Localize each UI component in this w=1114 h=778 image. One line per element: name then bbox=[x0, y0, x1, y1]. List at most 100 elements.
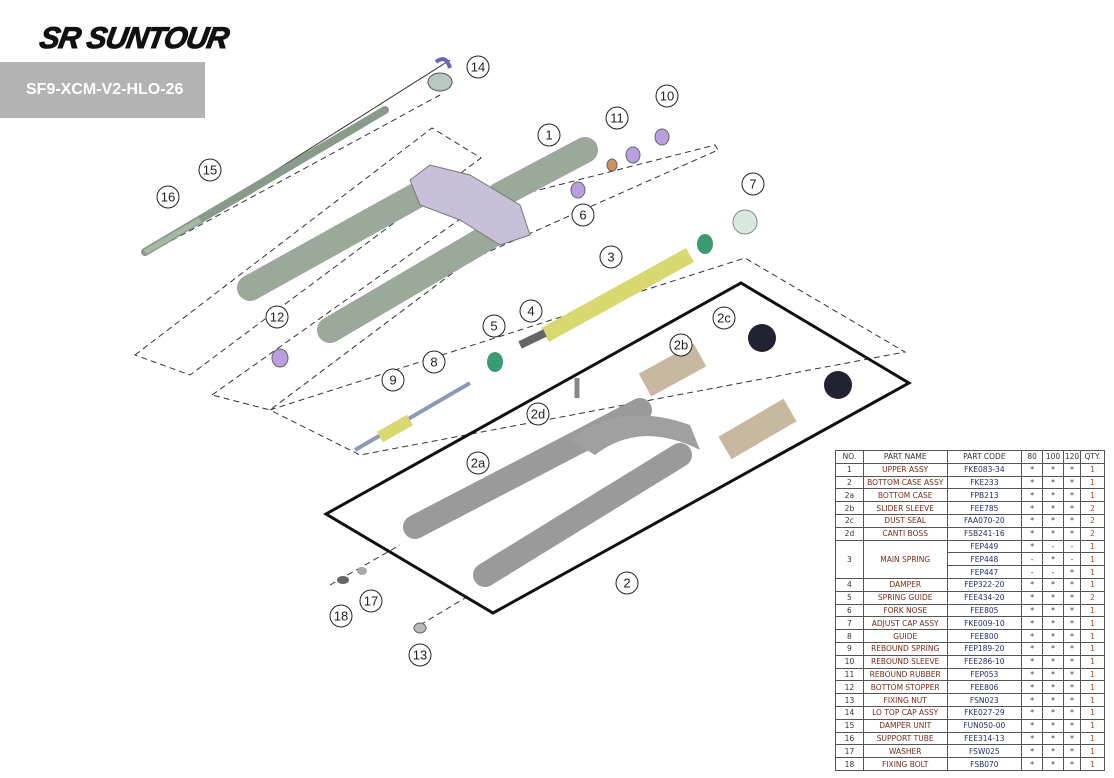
fit-100: * bbox=[1042, 577, 1065, 592]
part-code: FEE785 bbox=[946, 501, 1023, 515]
fit-120: * bbox=[1063, 565, 1082, 579]
fit-80: * bbox=[1021, 539, 1044, 554]
quantity: 1 bbox=[1080, 718, 1105, 733]
upper-assy-shape bbox=[237, 137, 598, 343]
quantity: 1 bbox=[1080, 680, 1105, 695]
fit-120: * bbox=[1063, 577, 1082, 592]
quantity: 1 bbox=[1080, 693, 1105, 707]
main-spring-shape bbox=[353, 209, 758, 452]
callout-2b: 2b bbox=[669, 333, 693, 357]
part-name: CANTI BOSS bbox=[862, 526, 948, 541]
fit-120: * bbox=[1063, 641, 1082, 656]
svg-text:11: 11 bbox=[610, 111, 624, 126]
part-code: FAA070-20 bbox=[946, 513, 1023, 528]
fit-80: * bbox=[1021, 667, 1044, 682]
fit-100: * bbox=[1042, 667, 1065, 682]
callout-6: 6 bbox=[571, 203, 595, 227]
fit-80: * bbox=[1021, 603, 1044, 618]
part-no: 2 bbox=[835, 475, 864, 490]
part-code: FEE800 bbox=[946, 629, 1023, 643]
part-name: LO TOP CAP ASSY bbox=[862, 705, 948, 720]
part-name: REBOUND SPRING bbox=[862, 641, 948, 656]
fit-120: - bbox=[1063, 552, 1082, 567]
quantity: 2 bbox=[1080, 513, 1105, 528]
fit-80: * bbox=[1021, 680, 1044, 695]
part-no: 18 bbox=[835, 757, 864, 771]
quantity: 1 bbox=[1080, 539, 1105, 554]
fit-120: * bbox=[1063, 513, 1082, 528]
part-no: 15 bbox=[835, 718, 864, 733]
part-no: 8 bbox=[835, 629, 864, 643]
part-no: 6 bbox=[835, 603, 864, 618]
part-name: FORK NOSE bbox=[862, 603, 948, 618]
callout-1: 1 bbox=[537, 123, 561, 147]
fit-100: * bbox=[1042, 513, 1065, 528]
part-code: FEP322-20 bbox=[946, 577, 1023, 592]
fit-80: * bbox=[1021, 757, 1044, 771]
part-name: BOTTOM CASE bbox=[862, 488, 948, 503]
fit-80: * bbox=[1021, 629, 1044, 643]
quantity: 1 bbox=[1080, 577, 1105, 592]
part-no: 10 bbox=[835, 654, 864, 669]
svg-text:2: 2 bbox=[623, 576, 630, 591]
svg-text:10: 10 bbox=[660, 89, 674, 104]
part-code: FKE083-34 bbox=[946, 462, 1023, 477]
quantity: 2 bbox=[1080, 501, 1105, 515]
fit-100: * bbox=[1042, 654, 1065, 669]
part-name: SLIDER SLEEVE bbox=[862, 501, 948, 515]
fit-80: * bbox=[1021, 590, 1044, 605]
callout-12: 12 bbox=[265, 305, 289, 329]
fit-80: * bbox=[1021, 577, 1044, 592]
part-code: FSB070 bbox=[946, 757, 1023, 771]
fit-100: - bbox=[1042, 539, 1065, 554]
part-name: ADJUST CAP ASSY bbox=[862, 616, 948, 631]
callout-17: 17 bbox=[359, 589, 383, 613]
part-code: FSB241-16 bbox=[946, 526, 1023, 541]
quantity: 1 bbox=[1080, 616, 1105, 631]
callout-5: 5 bbox=[482, 314, 506, 338]
fit-100: * bbox=[1042, 462, 1065, 477]
callout-13: 13 bbox=[408, 643, 432, 667]
part-code: FEP448 bbox=[946, 552, 1023, 567]
part-code: FEE806 bbox=[946, 680, 1023, 695]
fit-80: * bbox=[1021, 731, 1044, 746]
svg-text:9: 9 bbox=[389, 373, 396, 388]
part-name: BOTTOM STOPPER bbox=[862, 680, 948, 695]
fit-100: * bbox=[1042, 705, 1065, 720]
fit-120: * bbox=[1063, 667, 1082, 682]
callout-2: 2 bbox=[615, 571, 639, 595]
fit-80: * bbox=[1021, 501, 1044, 515]
part-no: 13 bbox=[835, 693, 864, 707]
part-no: 11 bbox=[835, 667, 864, 682]
fit-100: * bbox=[1042, 680, 1065, 695]
quantity: 1 bbox=[1080, 757, 1105, 771]
part-code: FEP053 bbox=[946, 667, 1023, 682]
part-name: REBOUND SLEEVE bbox=[862, 654, 948, 669]
fit-100: * bbox=[1042, 693, 1065, 707]
quantity: 1 bbox=[1080, 565, 1105, 579]
part-code: FEP447 bbox=[946, 565, 1023, 579]
svg-text:5: 5 bbox=[490, 319, 497, 334]
fit-120: * bbox=[1063, 731, 1082, 746]
callout-18: 18 bbox=[329, 604, 353, 628]
callout-10: 10 bbox=[655, 84, 679, 108]
part-name: WASHER bbox=[862, 744, 948, 759]
svg-text:18: 18 bbox=[334, 609, 348, 624]
callout-3: 3 bbox=[599, 245, 623, 269]
callout-9: 9 bbox=[381, 368, 405, 392]
quantity: 1 bbox=[1080, 641, 1105, 656]
callout-14: 14 bbox=[466, 55, 490, 79]
part-name: SPRING GUIDE bbox=[862, 590, 948, 605]
fit-120: * bbox=[1063, 616, 1082, 631]
small-parts bbox=[271, 128, 670, 368]
fit-80: * bbox=[1021, 654, 1044, 669]
